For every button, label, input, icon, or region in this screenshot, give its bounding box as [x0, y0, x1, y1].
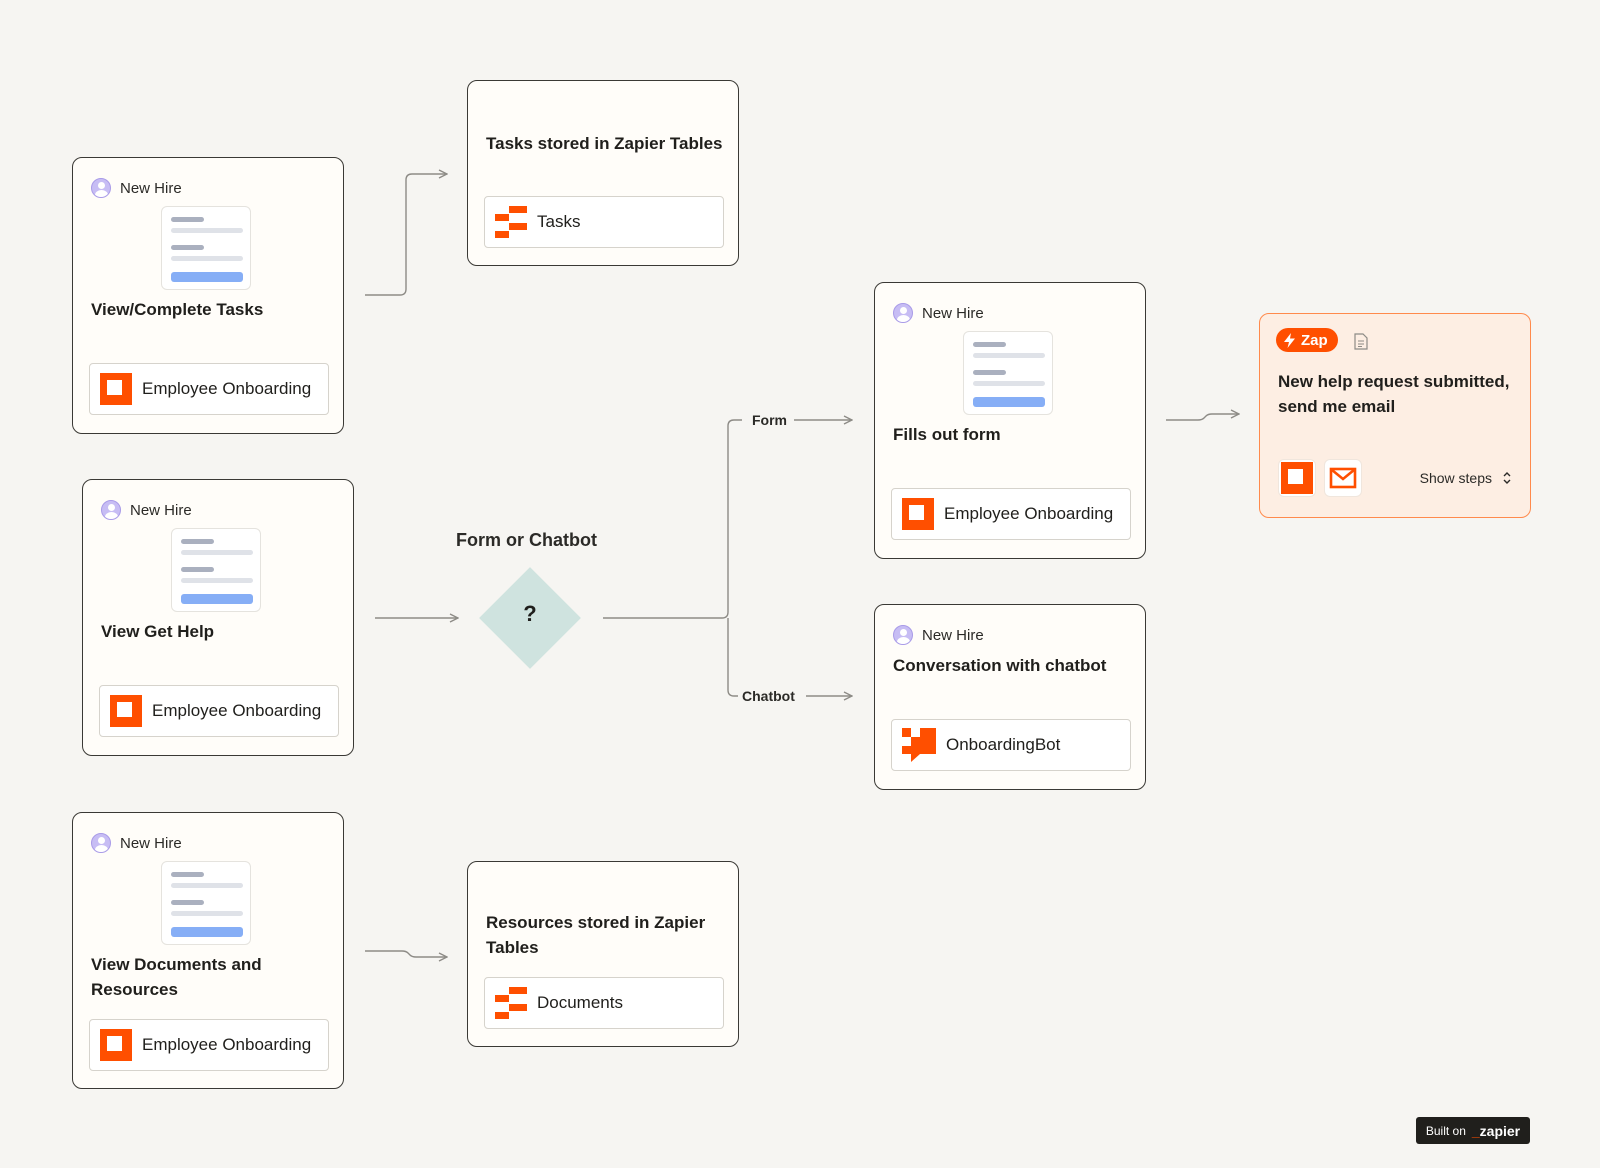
zap-title-line: New help request submitted, [1278, 372, 1510, 391]
user-avatar-icon [91, 178, 111, 198]
actor-label: New Hire [91, 178, 182, 198]
tables-logo-icon [495, 987, 527, 1019]
zap-title-line: send me email [1278, 397, 1396, 416]
app-name: Tasks [537, 212, 581, 231]
interfaces-logo-icon [100, 1029, 132, 1061]
card-title: Fills out form [893, 425, 1001, 444]
zap-app-icons [1278, 459, 1362, 497]
zapier-wordmark-text: zapier [1479, 1122, 1521, 1139]
user-avatar-icon [91, 833, 111, 853]
decision-title: Form or Chatbot [456, 530, 597, 550]
user-avatar-icon [101, 500, 121, 520]
form-preview-icon [963, 331, 1053, 415]
mail-icon [1329, 467, 1357, 489]
app-name: Employee Onboarding [142, 1035, 312, 1054]
app-name: Documents [537, 993, 623, 1012]
branch-label-form: Form [752, 412, 787, 428]
card-view-get-help[interactable]: New Hire View Get Help Employee Onboardi… [82, 479, 354, 756]
built-on-zapier-badge[interactable]: Built on _zapier [1416, 1117, 1530, 1144]
card-title-line: View Documents and [91, 955, 262, 974]
app-name: OnboardingBot [946, 735, 1061, 754]
tables-logo-icon [495, 206, 527, 238]
app-chip[interactable]: Employee Onboarding [89, 363, 329, 415]
actor-name: New Hire [120, 834, 182, 852]
card-title-line: Resources stored in Zapier [486, 913, 706, 932]
decision-symbol: ? [523, 601, 537, 626]
card-title-line: Tables [486, 938, 539, 957]
form-preview-icon [161, 861, 251, 945]
chatbot-logo-icon [902, 728, 936, 762]
card-title: Conversation with chatbot [893, 656, 1107, 675]
app-chip[interactable]: Employee Onboarding [89, 1019, 329, 1071]
app-name: Employee Onboarding [152, 701, 322, 720]
card-tasks-table[interactable]: Tasks stored in Zapier Tables Tasks [467, 80, 739, 266]
zapier-wordmark: _zapier [1472, 1123, 1520, 1139]
app-chip[interactable]: Employee Onboarding [99, 685, 339, 737]
built-on-label: Built on [1425, 1123, 1466, 1138]
zapier-wordmark-prefix: _ [1471, 1122, 1480, 1139]
card-title: View Documents and Resources [91, 952, 262, 1002]
actor-name: New Hire [922, 304, 984, 322]
lightning-icon [1284, 332, 1295, 348]
zap-title: New help request submitted, send me emai… [1278, 369, 1518, 419]
zap-card[interactable]: Zap New help request submitted, send me … [1259, 313, 1531, 518]
actor-label: New Hire [893, 303, 984, 323]
document-icon[interactable] [1354, 333, 1368, 350]
show-steps-button[interactable]: Show steps [1420, 470, 1512, 486]
app-chip[interactable]: OnboardingBot [891, 719, 1131, 771]
actor-name: New Hire [120, 179, 182, 197]
zap-badge: Zap [1276, 328, 1338, 352]
app-name: Employee Onboarding [944, 504, 1114, 523]
card-title: View Get Help [101, 622, 215, 641]
app-name: Employee Onboarding [142, 379, 312, 398]
actor-name: New Hire [922, 626, 984, 644]
card-fills-out-form[interactable]: New Hire Fills out form Employee Onboard… [874, 282, 1146, 559]
chevron-updown-icon [1503, 472, 1511, 484]
card-conversation-chatbot[interactable]: New Hire Conversation with chatbot Onboa… [874, 604, 1146, 790]
card-resources-table[interactable]: Resources stored in Zapier Tables Docume… [467, 861, 739, 1047]
user-avatar-icon [893, 625, 913, 645]
card-title: Resources stored in Zapier Tables [486, 910, 705, 960]
form-preview-icon [161, 206, 251, 290]
app-chip[interactable]: Tasks [484, 196, 724, 248]
zap-app-email [1324, 459, 1362, 497]
user-avatar-icon [893, 303, 913, 323]
interfaces-logo-icon [110, 695, 142, 727]
card-title: Tasks stored in Zapier Tables [486, 134, 723, 153]
show-steps-label: Show steps [1419, 470, 1492, 486]
actor-label: New Hire [101, 500, 192, 520]
branch-label-chatbot: Chatbot [742, 688, 795, 704]
card-view-complete-tasks[interactable]: New Hire View/Complete Tasks Employee On… [72, 157, 344, 434]
interfaces-logo-icon [1281, 462, 1313, 494]
card-view-documents[interactable]: New Hire View Documents and Resources Em… [72, 812, 344, 1089]
app-chip[interactable]: Employee Onboarding [891, 488, 1131, 540]
form-preview-icon [171, 528, 261, 612]
actor-label: New Hire [893, 625, 984, 645]
card-title-line: Resources [91, 980, 178, 999]
zap-app-interfaces [1278, 459, 1316, 497]
actor-name: New Hire [130, 501, 192, 519]
interfaces-logo-icon [100, 373, 132, 405]
interfaces-logo-icon [902, 498, 934, 530]
card-title: View/Complete Tasks [91, 300, 264, 319]
actor-label: New Hire [91, 833, 182, 853]
zap-badge-label: Zap [1301, 331, 1328, 349]
app-chip[interactable]: Documents [484, 977, 724, 1029]
